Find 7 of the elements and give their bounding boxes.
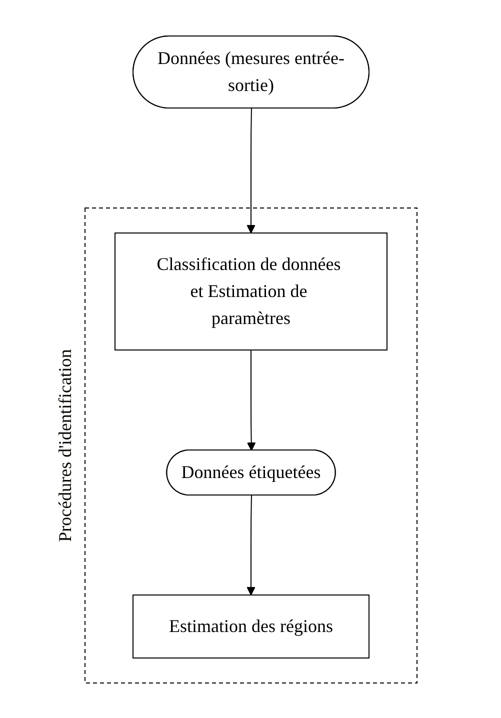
node-box: Classification de données et Estimation de paramètres [114,232,387,350]
arrow [246,108,255,233]
node-box: Estimation des régions [132,594,369,658]
arrow [246,494,255,595]
node-label: Procédures d'identification [54,348,74,542]
cluster [84,207,417,683]
arrow [246,349,256,450]
